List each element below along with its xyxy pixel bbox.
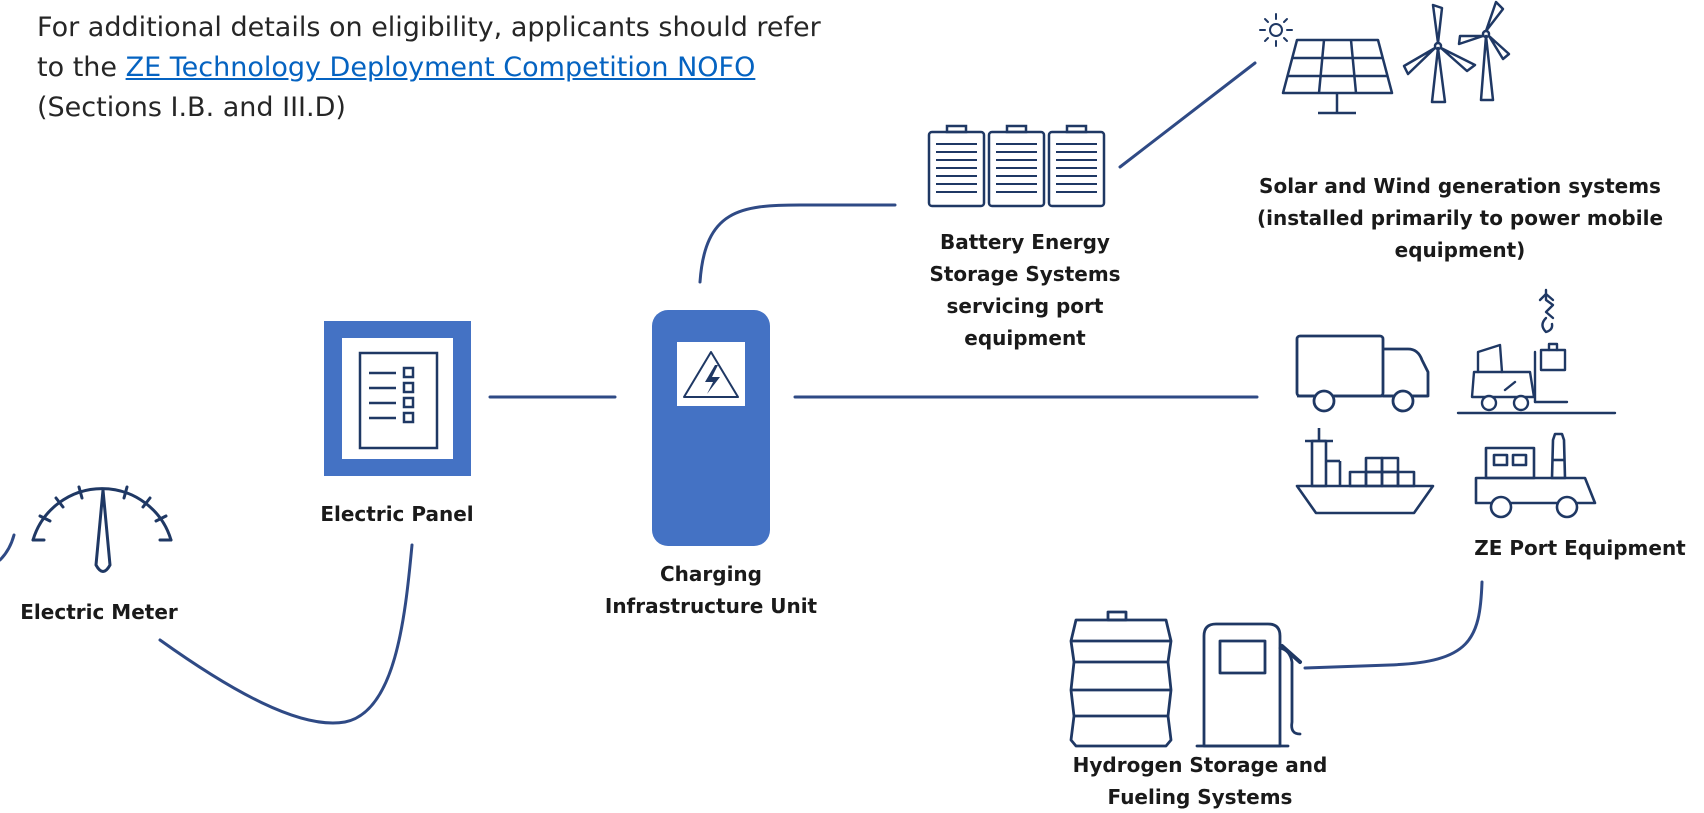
- electric-panel-label: Electric Panel: [320, 502, 474, 526]
- intro-text: For additional details on eligibility, a…: [37, 12, 821, 83]
- meter-to-panel-connector: [158, 543, 414, 725]
- truck-icon: [1295, 334, 1430, 413]
- cargo-ship-icon: [1295, 428, 1435, 515]
- meter-left-connector: [0, 533, 16, 562]
- intro-sections-text: (Sections I.B. and III.D): [37, 92, 346, 123]
- electric-meter-icon: [31, 485, 173, 573]
- electric-panel-icon: [324, 321, 471, 476]
- charger-to-battery-connector: [698, 203, 897, 284]
- locomotive-icon: [1474, 432, 1597, 519]
- port-equipment-label: ZE Port Equipment: [1474, 536, 1686, 560]
- charging-unit-label: Charging Infrastructure Unit: [604, 562, 818, 618]
- wind-turbine-icon: [1402, 0, 1511, 104]
- charging-unit-icon: [652, 310, 770, 546]
- battery-storage-icon: [927, 124, 1106, 208]
- solar-wind-label: Solar and Wind generation systems (insta…: [1256, 174, 1664, 262]
- solar-panel-icon: [1281, 38, 1394, 115]
- hydrogen-tank-icon: [1069, 610, 1173, 748]
- electric-meter-label: Electric Meter: [20, 600, 178, 624]
- forklift-icon: [1456, 288, 1617, 415]
- intro-paragraph: For additional details on eligibility, a…: [37, 8, 837, 128]
- fuel-pump-icon: [1195, 622, 1302, 748]
- port-to-hydrogen-connector: [1303, 580, 1484, 670]
- battery-to-solar-connector: [1118, 61, 1257, 169]
- sun-icon: [1259, 13, 1293, 47]
- hydrogen-label: Hydrogen Storage and Fueling Systems: [1072, 753, 1328, 809]
- battery-storage-label: Battery Energy Storage Systems servicing…: [929, 230, 1121, 350]
- nofo-link[interactable]: ZE Technology Deployment Competition NOF…: [125, 52, 756, 83]
